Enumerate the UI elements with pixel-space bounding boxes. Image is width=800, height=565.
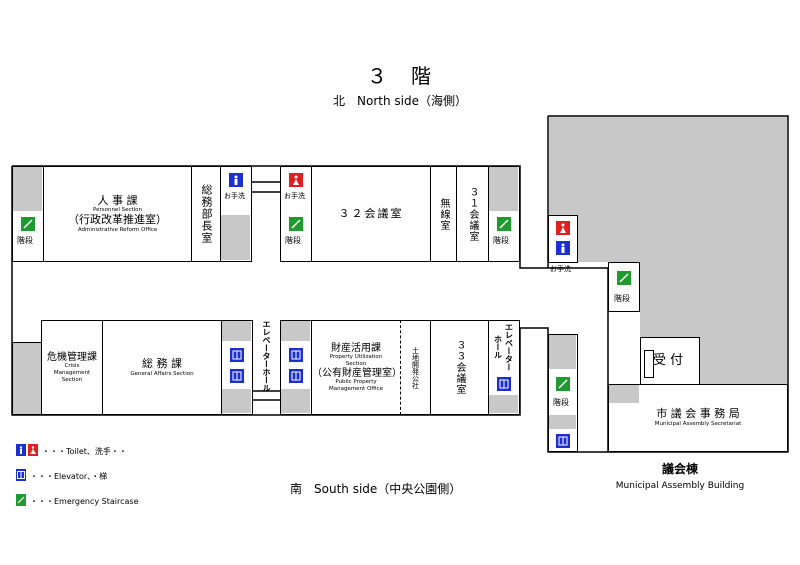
stairs-icon-assembly [617, 271, 631, 285]
toilet-male-icon [229, 173, 243, 187]
general-affairs-en: General Affairs Section [130, 370, 194, 377]
elevator-hall-west: エレベーターホール [253, 320, 280, 392]
stairs-label-center: 階段 [285, 236, 301, 245]
stairs-northwest: 階段 [12, 166, 44, 262]
assembly-secretariat-en: Municipal Assembly Secretariat [654, 421, 742, 428]
room-32-name: ３２会議室 [338, 206, 404, 220]
legend-stairs-text: ・・・Emergency Staircase [30, 497, 139, 506]
toilet-female-icon [289, 173, 303, 187]
stairs-icon [16, 494, 26, 506]
stairs-icon [21, 217, 35, 231]
stairs-label-assembly: 階段 [614, 294, 630, 303]
stairs-northeast: 階段 [488, 166, 520, 262]
assembly-building-name: 議会棟 [661, 462, 698, 476]
elevator-icon [230, 369, 244, 383]
assembly-building-name-en: Municipal Assembly Building [615, 481, 745, 491]
elevator-block-center [280, 320, 312, 415]
elevator-block-west [221, 320, 253, 415]
property-sub-en: Public Property Management Office [328, 379, 384, 392]
legend: ・・・Toilet、洗手・・ ・・・Elevator、・梯 ・・・Emergen… [16, 444, 236, 514]
toilet-male-icon [16, 444, 26, 456]
elevator-icon [230, 348, 244, 362]
room-assembly-secretariat: 市 議 会 事 務 局 Municipal Assembly Secretari… [608, 384, 788, 452]
elevator-hall-label-east: エレベーターホール [493, 323, 514, 371]
radio-room-name: 無線室 [438, 197, 449, 231]
toilet-male-icon-assembly [556, 241, 570, 255]
elevator-icon [289, 369, 303, 383]
connector-north [252, 181, 280, 193]
room-personnel: 人 事 課 Personnel Section （行政改革推進室） Admini… [43, 166, 192, 262]
stairs-label: 階段 [17, 236, 33, 245]
assembly-strip [549, 117, 577, 215]
room-32: ３２会議室 [311, 166, 431, 262]
personnel-sub-en: Administrative Reform Office [77, 226, 158, 233]
stairs-assembly: 階段 [608, 262, 640, 312]
property-name-en: Property Utilization Section [329, 354, 383, 367]
room-31-name: ３１会議室 [467, 186, 478, 242]
room-33: ３３会議室 [430, 320, 489, 415]
toilet-stairs-center: お手洗 階段 [280, 166, 312, 262]
stairs-label-east: 階段 [553, 398, 569, 407]
elevator-hall-east: エレベーターホール [488, 320, 520, 415]
room-land-development: 土地開発公社 [400, 320, 431, 415]
room-property: 財産活用課 Property Utilization Section （公有財産… [311, 320, 402, 415]
toilet-label-center: お手洗 [284, 192, 305, 200]
toilet-block-assembly [548, 215, 578, 263]
personnel-name-en: Personnel Section [92, 207, 143, 214]
toilet-label: お手洗 [224, 192, 245, 200]
legend-toilet-text: ・・・Toilet、洗手・・ [42, 447, 127, 456]
room-general-affairs: 総 務 課 General Affairs Section [102, 320, 222, 415]
assembly-building-label: 議会棟 Municipal Assembly Building [600, 460, 760, 491]
reception-name: 受付 [652, 352, 687, 368]
assembly-secretariat-name: 市 議 会 事 務 局 [656, 407, 740, 421]
room-crisis: 危機管理課 Crisis Management Section [41, 320, 103, 415]
general-affairs-name: 総 務 課 [142, 356, 182, 370]
toilet-label-assembly: お手洗 [550, 265, 571, 273]
stairs-elevator-east: 階段 [548, 334, 578, 452]
elevator-icon [497, 377, 511, 391]
elevator-icon [16, 469, 26, 481]
connector-south [252, 390, 280, 401]
assembly-hall-area [577, 117, 787, 262]
legend-elevator-text: ・・・Elevator、・梯 [30, 472, 108, 481]
property-name: 財産活用課 [331, 342, 381, 354]
crisis-name-en: Crisis Management Section [53, 363, 91, 383]
toilet-block-west: お手洗 [220, 166, 252, 262]
elevator-icon [289, 348, 303, 362]
crisis-name: 危機管理課 [47, 351, 97, 363]
south-label: 南 South side（中央公園側） [290, 482, 462, 496]
toilet-female-icon-assembly [556, 221, 570, 235]
toilet-female-icon [28, 444, 38, 456]
property-sub: （公有財産管理室） [312, 367, 402, 379]
director-name: 総務部長室 [200, 184, 213, 244]
reception-counter [644, 350, 654, 378]
elevator-hall-label: エレベーターホール [262, 320, 271, 392]
room-director: 総務部長室 [191, 166, 221, 262]
land-development-name: 土地開発公社 [411, 346, 420, 389]
personnel-name: 人 事 課 [97, 193, 138, 207]
room-33-name: ３３会議室 [454, 340, 465, 395]
stairs-icon-east [556, 377, 570, 391]
personnel-sub: （行政改革推進室） [68, 213, 167, 226]
elevator-icon [556, 434, 570, 448]
room-31: ３１会議室 [456, 166, 489, 262]
stairs-southwest [12, 342, 42, 415]
stairs-icon-center [289, 217, 303, 231]
stairs-label-ne: 階段 [493, 236, 509, 245]
room-radio: 無線室 [430, 166, 457, 262]
floor-title: ３ 階 [367, 64, 433, 88]
north-label: 北 North side（海側） [333, 94, 467, 108]
stairs-icon-ne [497, 217, 511, 231]
